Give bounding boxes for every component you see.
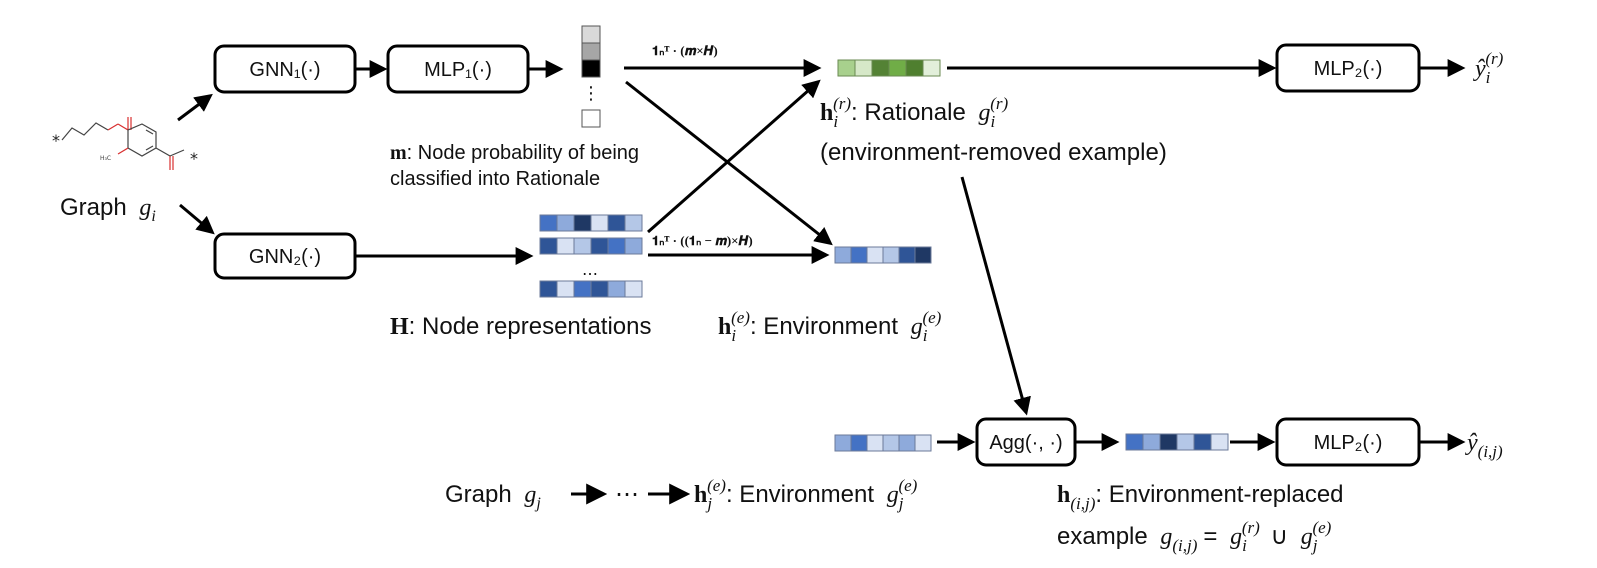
mlp2-bottom-box: MLP₂(·) xyxy=(1275,417,1421,467)
H-node-representations-matrix: … xyxy=(539,214,643,298)
m-probability-vector: ⋮ xyxy=(581,25,601,128)
m-cell xyxy=(581,59,601,78)
m-cell xyxy=(581,109,601,128)
environment-i-vector xyxy=(834,246,932,264)
svg-text:hj(e): Environment gj(e): hj(e): Environment gj(e) xyxy=(694,476,918,513)
m-cell xyxy=(581,42,601,61)
svg-text:ŷ(i,j): ŷ(i,j) xyxy=(1465,430,1503,461)
svg-text:*: * xyxy=(52,131,60,150)
graph-j-label: Graph gj xyxy=(445,481,541,512)
H-label: H: Node representations xyxy=(390,313,651,340)
agg-output-vector xyxy=(1125,433,1229,451)
H-row-1 xyxy=(539,214,643,232)
gnn2-box: GNN₂(·) xyxy=(213,232,357,280)
svg-text:(environment-removed example): (environment-removed example) xyxy=(820,139,1167,166)
svg-text:m: Node probability of being: m: Node probability of being xyxy=(390,142,639,164)
svg-text:example g(i,j)= gi: example g(i,j)= gi(r) ∪ gj(e) xyxy=(1057,512,1332,555)
output-y-i: ŷi(r) xyxy=(1473,49,1504,87)
svg-text:H₃C: H₃C xyxy=(100,155,111,162)
svg-text:hi(e): Environment gi(e): hi(e): Environment gi(e) xyxy=(718,308,942,345)
svg-text:Graph gj: Graph gj xyxy=(445,481,541,512)
arrow-H-to-rationale xyxy=(647,79,821,234)
rationale-pooling-formula: 𝟏ₙᵀ · (𝒎×𝑯) xyxy=(652,43,718,58)
H-row-3 xyxy=(539,280,643,298)
svg-text:Graph gi: Graph gi xyxy=(60,194,156,225)
arrow-rationale-to-agg xyxy=(960,176,1031,416)
rationale-label: hi(r): Rationale gi(r) (environment-remo… xyxy=(820,94,1167,166)
svg-text:h(i,j): Environment-replaced: h(i,j): Environment-replaced xyxy=(1057,481,1344,513)
gnn1-label: GNN₁(·) xyxy=(249,59,320,81)
mlp1-box: MLP₁(·) xyxy=(386,44,530,94)
mlp1-label: MLP₁(·) xyxy=(424,59,492,81)
m-cell xyxy=(581,25,601,44)
mlp2-top-label: MLP₂(·) xyxy=(1314,58,1383,80)
gnn2-label: GNN₂(·) xyxy=(249,246,321,268)
svg-text:*: * xyxy=(190,149,198,168)
mlp2-bottom-label: MLP₂(·) xyxy=(1314,432,1383,454)
mlp2-top-box: MLP₂(·) xyxy=(1275,43,1421,93)
graph-i-label: Graph gi xyxy=(60,194,156,225)
gnn1-box: GNN₁(·) xyxy=(213,44,357,94)
molecule-graph-image: * H₃C * xyxy=(52,117,198,170)
agg-label: Agg(·, ·) xyxy=(989,432,1062,454)
H-row-2 xyxy=(539,237,643,255)
svg-text:classified into Rationale: classified into Rationale xyxy=(390,168,600,190)
H-ellipsis: … xyxy=(582,260,598,279)
svg-text:H: Node representations: H: Node representations xyxy=(390,313,651,340)
rationale-vector xyxy=(837,59,941,77)
agg-box: Agg(·, ·) xyxy=(975,417,1077,467)
environment-j-vector xyxy=(834,434,932,452)
arrow-graph-to-gnn2 xyxy=(179,203,215,235)
output-y-ij: ŷ(i,j) xyxy=(1465,430,1503,461)
m-vertical-ellipsis: ⋮ xyxy=(582,83,600,104)
svg-text:hi(r): Rationale gi(r): hi(r): Rationale gi(r) xyxy=(820,94,1008,131)
arrow-graph-to-gnn1 xyxy=(177,93,213,122)
arrows xyxy=(177,59,1466,505)
environment-i-label: hi(e): Environment gi(e) xyxy=(718,308,942,345)
environment-pooling-formula: 𝟏ₙᵀ · ((𝟏ₙ − 𝒎)×𝑯) xyxy=(652,233,753,248)
m-label: m: Node probability of being classified … xyxy=(390,142,639,190)
environment-replaced-label: h(i,j): Environment-replaced example g(i… xyxy=(1057,481,1344,555)
graph-j-ellipsis: ⋯ xyxy=(615,481,639,508)
svg-text:ŷi(r): ŷi(r) xyxy=(1473,49,1504,87)
environment-j-label: hj(e): Environment gj(e) xyxy=(694,476,918,513)
